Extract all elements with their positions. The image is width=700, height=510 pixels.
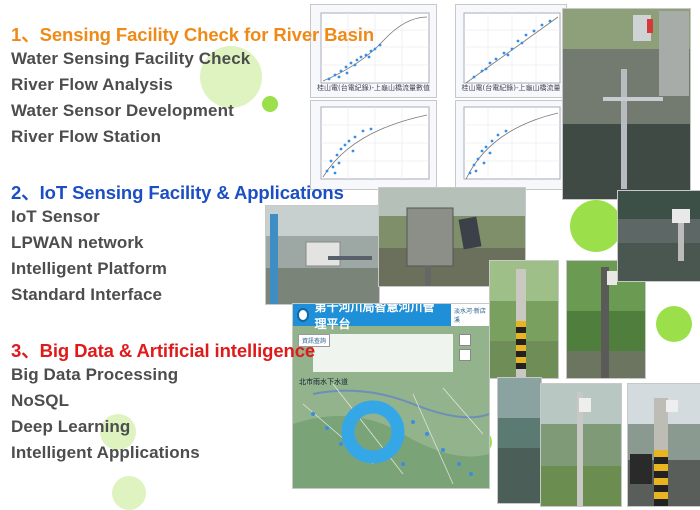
scatter-chart-1: 桂山電(台電紀錄)-上龜山橋流量數值 xyxy=(310,4,437,98)
section-3-item: Big Data Processing xyxy=(11,365,179,384)
platform-header: 第十河川局智慧河川管理平台 淡水河‧新店溪 xyxy=(293,304,489,331)
map-zoom-controls xyxy=(459,334,471,364)
decor-circle xyxy=(100,414,136,450)
decor-circle xyxy=(112,476,146,510)
section-1-item: Water Sensor Development xyxy=(11,101,234,120)
iot-sensor-photo-2 xyxy=(378,187,526,287)
platform-title: 第十河川局智慧河川管理平台 xyxy=(314,303,435,331)
section-1-title: 1、Sensing Facility Check for River Basin xyxy=(11,24,375,45)
section-2-title: 2、IoT Sensing Facility & Applications xyxy=(11,182,344,203)
pole-sensor-photo-1 xyxy=(489,260,559,379)
river-channel-photo xyxy=(562,8,691,200)
decor-circle xyxy=(200,46,262,108)
map-layer-title: 北市雨水下水道 xyxy=(299,378,348,386)
pole-sensor-photo-5 xyxy=(627,383,700,507)
chart-caption: 桂山電(台電紀錄)-上龜山橋流量數值 xyxy=(317,84,430,92)
water-level-photo xyxy=(497,377,542,504)
zoom-out-icon[interactable] xyxy=(459,349,471,361)
platform-logo-icon xyxy=(297,308,310,322)
section-2-item: IoT Sensor xyxy=(11,207,100,226)
section-3-title: 3、Big Data & Artificial intelligence xyxy=(11,340,316,361)
scatter-chart-2: 桂山電(台電紀錄)-上龜山橋流量 xyxy=(455,4,567,98)
section-2-item: LPWAN network xyxy=(11,233,144,252)
map-menu-button[interactable]: 資訊查詢 xyxy=(298,334,331,347)
iot-sensor-photo-1 xyxy=(265,205,380,305)
section-1-item: River Flow Station xyxy=(11,127,162,146)
pole-sensor-photo-3 xyxy=(617,190,700,282)
scatter-chart-4 xyxy=(455,100,567,190)
zoom-in-icon[interactable] xyxy=(459,334,471,346)
section-3-item: NoSQL xyxy=(11,391,70,410)
section-3-item: Deep Learning xyxy=(11,417,131,436)
chart-caption: 桂山電(台電紀錄)-上龜山橋流量 xyxy=(461,84,561,92)
scatter-chart-3 xyxy=(310,100,437,190)
section-1-item: Water Sensing Facility Check xyxy=(11,49,251,68)
pole-sensor-photo-4 xyxy=(540,383,622,507)
smart-river-platform-screenshot: 第十河川局智慧河川管理平台 淡水河‧新店溪 資訊查詢 北市雨水下水道 xyxy=(292,303,490,489)
section-1-item: River Flow Analysis xyxy=(11,75,173,94)
section-2-item: Intelligent Platform xyxy=(11,259,167,278)
decor-circle xyxy=(656,306,692,342)
map-legend-panel xyxy=(313,334,453,372)
decor-circle xyxy=(262,96,278,112)
section-2-item: Standard Interface xyxy=(11,285,163,304)
section-3-item: Intelligent Applications xyxy=(11,443,200,462)
decor-circle xyxy=(570,200,622,252)
platform-header-right: 淡水河‧新店溪 xyxy=(451,304,489,326)
